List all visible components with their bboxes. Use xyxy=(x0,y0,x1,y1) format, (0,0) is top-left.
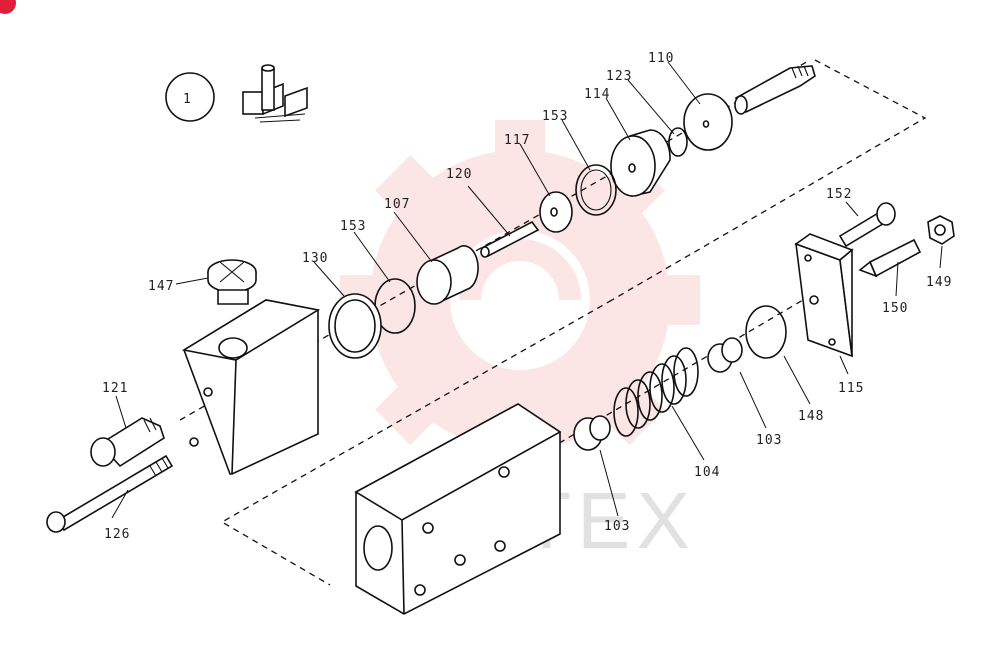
view-indicator: 1 xyxy=(165,64,308,123)
callout-107: 107 xyxy=(384,197,410,212)
part-121-fitting xyxy=(90,417,165,468)
callout-labels: 110 123 114 153 117 120 107 153 130 147 … xyxy=(102,51,952,542)
valve-body-block xyxy=(181,299,321,475)
part-114-piston xyxy=(610,129,671,197)
part-115-plate xyxy=(794,233,854,358)
part-147-plug xyxy=(207,259,257,305)
part-153-ring-top xyxy=(575,164,617,216)
callout-114: 114 xyxy=(584,87,610,102)
part-148-oring xyxy=(745,305,787,359)
view-orientation-icon xyxy=(242,64,308,123)
corner-badge xyxy=(0,0,16,14)
callout-150: 150 xyxy=(882,301,908,316)
callout-123: 123 xyxy=(606,69,632,84)
part-117-washer xyxy=(539,191,573,233)
assembly-guide-top xyxy=(611,59,927,301)
part-123-oring xyxy=(668,127,688,157)
callout-130: 130 xyxy=(302,251,328,266)
callout-153: 153 xyxy=(340,219,366,234)
part-120-pin xyxy=(480,220,540,258)
callout-121: 121 xyxy=(102,381,128,396)
part-104-spring xyxy=(613,347,699,437)
callout-152: 152 xyxy=(826,187,852,202)
part-130-ring xyxy=(328,293,382,359)
callout-120: 120 xyxy=(446,167,472,182)
callout-103-right: 103 xyxy=(756,433,782,448)
callout-149: 149 xyxy=(926,275,952,290)
part-150-setscrew xyxy=(858,238,922,278)
callout-110: 110 xyxy=(648,51,674,66)
view-number: 1 xyxy=(183,92,192,107)
callout-153-top: 153 xyxy=(542,109,568,124)
assembly-guide-bottom xyxy=(220,299,613,586)
part-126-bolt xyxy=(46,454,174,533)
part-152-screw xyxy=(838,202,896,248)
part-107-sleeve xyxy=(416,245,479,305)
callout-103: 103 xyxy=(604,519,630,534)
callout-147: 147 xyxy=(148,279,174,294)
callout-126: 126 xyxy=(104,527,130,542)
leader-lines xyxy=(111,61,943,519)
valve-manifold-block xyxy=(354,403,562,615)
callout-115: 115 xyxy=(838,381,864,396)
part-149-nut xyxy=(927,215,955,245)
callout-117: 117 xyxy=(504,133,530,148)
callout-148: 148 xyxy=(798,409,824,424)
part-110-disc xyxy=(683,93,733,151)
part-103-seat-right xyxy=(707,337,743,373)
part-103-seat xyxy=(573,415,611,451)
callout-104: 104 xyxy=(694,465,720,480)
part-110-needle xyxy=(734,65,816,115)
